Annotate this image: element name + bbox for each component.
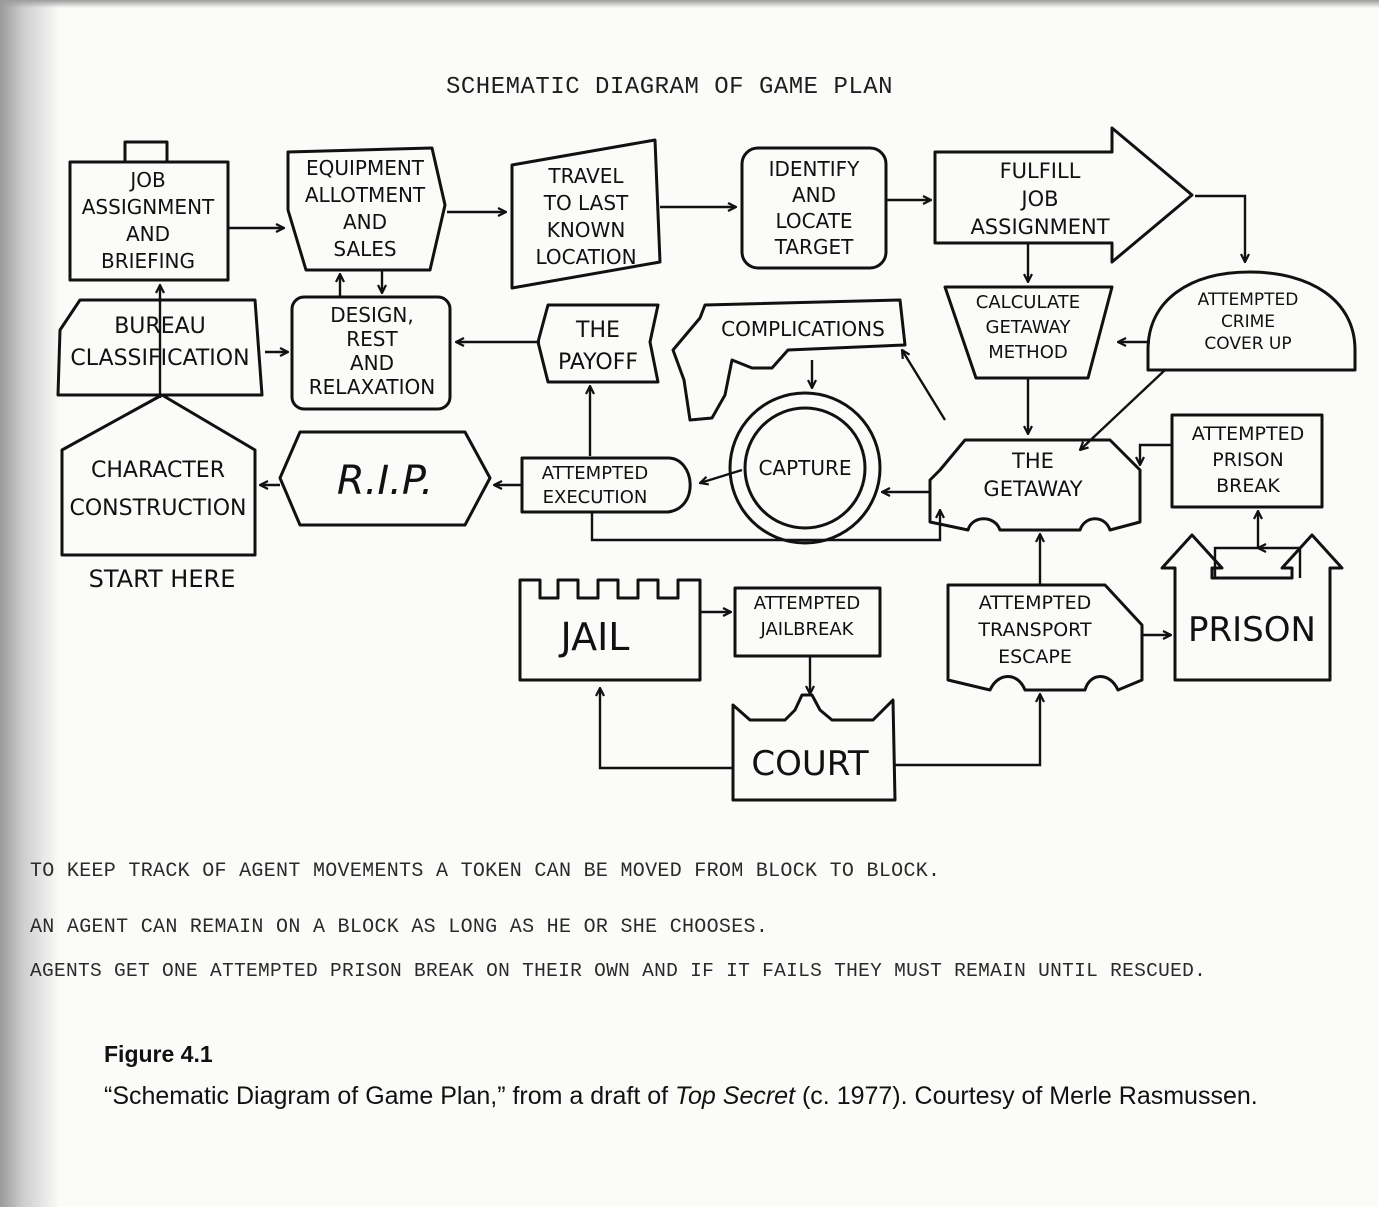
label-prison-break-1: ATTEMPTED [1192,423,1305,445]
block-travel [510,138,662,290]
caption-text-1: “Schematic Diagram of Game Plan,” from a… [104,1082,676,1110]
block-getaway [928,438,1142,532]
label-fulfill-1: FULFILL [1000,159,1081,183]
label-jailbreak-1: ATTEMPTED [754,593,861,614]
label-identify-4: TARGET [774,235,854,259]
label-equipment-3: AND [343,210,387,234]
label-design-1: DESIGN, [330,303,413,327]
label-fulfill-2: JOB [1019,187,1058,211]
label-prison: PRISON [1188,610,1316,650]
block-rip [278,430,492,527]
label-getaway-1: THE [1011,449,1054,473]
label-coverup-3: COVER UP [1204,334,1291,354]
label-equipment-2: ALLOTMENT [305,183,426,207]
label-capture: CAPTURE [758,456,851,480]
label-payoff-1: THE [575,318,620,343]
block-prison-break [1170,413,1324,509]
label-rip: R.I.P. [337,458,433,504]
label-travel-1: TRAVEL [547,164,624,188]
diagram-title: SCHEMATIC DIAGRAM OF GAME PLAN [446,74,894,101]
label-calculate-3: METHOD [988,342,1067,363]
label-equipment-4: SALES [333,237,396,261]
label-travel-4: LOCATION [535,245,636,269]
block-character [60,393,257,557]
label-court: COURT [751,744,869,784]
block-prison [1160,533,1344,682]
label-start: START HERE [89,565,236,593]
label-bureau-1: BUREAU [114,314,206,339]
block-execution [520,456,692,514]
label-transport-1: ATTEMPTED [979,592,1092,614]
label-job-1: JOB [128,168,165,192]
note-prison-break: AGENTS GET ONE ATTEMPTED PRISON BREAK ON… [30,960,1207,982]
page-top-shadow [0,0,1379,8]
block-equipment [286,146,447,272]
label-travel-2: TO LAST [543,191,629,215]
note-remain: AN AGENT CAN REMAIN ON A BLOCK AS LONG A… [30,916,769,939]
label-complications: COMPLICATIONS [721,317,885,341]
label-design-3: AND [350,351,394,375]
block-coverup [1146,270,1357,372]
label-design-2: REST [346,327,398,351]
label-prison-break-3: BREAK [1216,475,1280,497]
label-character-1: CHARACTER [91,458,225,483]
label-design-4: RELAXATION [309,375,435,399]
label-getaway-2: GETAWAY [983,477,1082,501]
block-job-assignment [68,140,230,282]
block-complications [671,298,907,422]
label-character-2: CONSTRUCTION [70,496,247,521]
label-jailbreak-2: JAILBREAK [760,619,855,640]
block-court [731,693,897,802]
label-payoff-2: PAYOFF [558,350,638,375]
label-prison-break-2: PRISON [1212,449,1284,471]
label-calculate-1: CALCULATE [976,292,1080,313]
block-capture [728,391,882,545]
label-job-3: AND [126,222,170,246]
block-fulfill [933,126,1194,264]
label-transport-3: ESCAPE [998,646,1072,668]
block-jailbreak [733,586,882,658]
block-calculate [943,285,1114,380]
flow-arrows [160,194,1302,770]
caption-text-2: (c. 1977). Courtesy of Merle Rasmussen. [795,1082,1258,1110]
note-token: TO KEEP TRACK OF AGENT MOVEMENTS A TOKEN… [30,860,941,883]
page-gutter-shadow [0,0,60,1207]
caption-title: Top Secret [675,1082,796,1110]
label-job-2: ASSIGNMENT [82,195,215,219]
label-transport-2: TRANSPORT [977,619,1092,641]
label-identify-1: IDENTIFY [769,157,861,181]
label-travel-3: KNOWN [547,218,626,242]
label-fulfill-3: ASSIGNMENT [970,215,1109,239]
block-identify [740,146,888,270]
label-calculate-2: GETAWAY [986,317,1072,338]
figure-caption: “Schematic Diagram of Game Plan,” from a… [104,1070,1334,1122]
label-bureau-2: CLASSIFICATION [70,346,249,371]
label-job-4: BRIEFING [101,249,195,273]
label-coverup-2: CRIME [1221,312,1275,332]
block-jail [518,578,702,682]
block-design [290,295,452,411]
label-coverup-1: ATTEMPTED [1198,290,1299,310]
label-execution-2: EXECUTION [543,487,648,508]
block-transport [946,583,1144,692]
label-equipment-1: EQUIPMENT [306,156,425,180]
label-execution-1: ATTEMPTED [542,463,649,484]
label-identify-2: AND [792,183,836,207]
figure-label: Figure 4.1 [104,1041,213,1067]
block-labels: JOB ASSIGNMENT AND BRIEFING EQUIPMENT ALLOTME… [70,156,1316,784]
label-identify-3: LOCATE [775,209,852,233]
label-jail: JAIL [559,615,630,659]
